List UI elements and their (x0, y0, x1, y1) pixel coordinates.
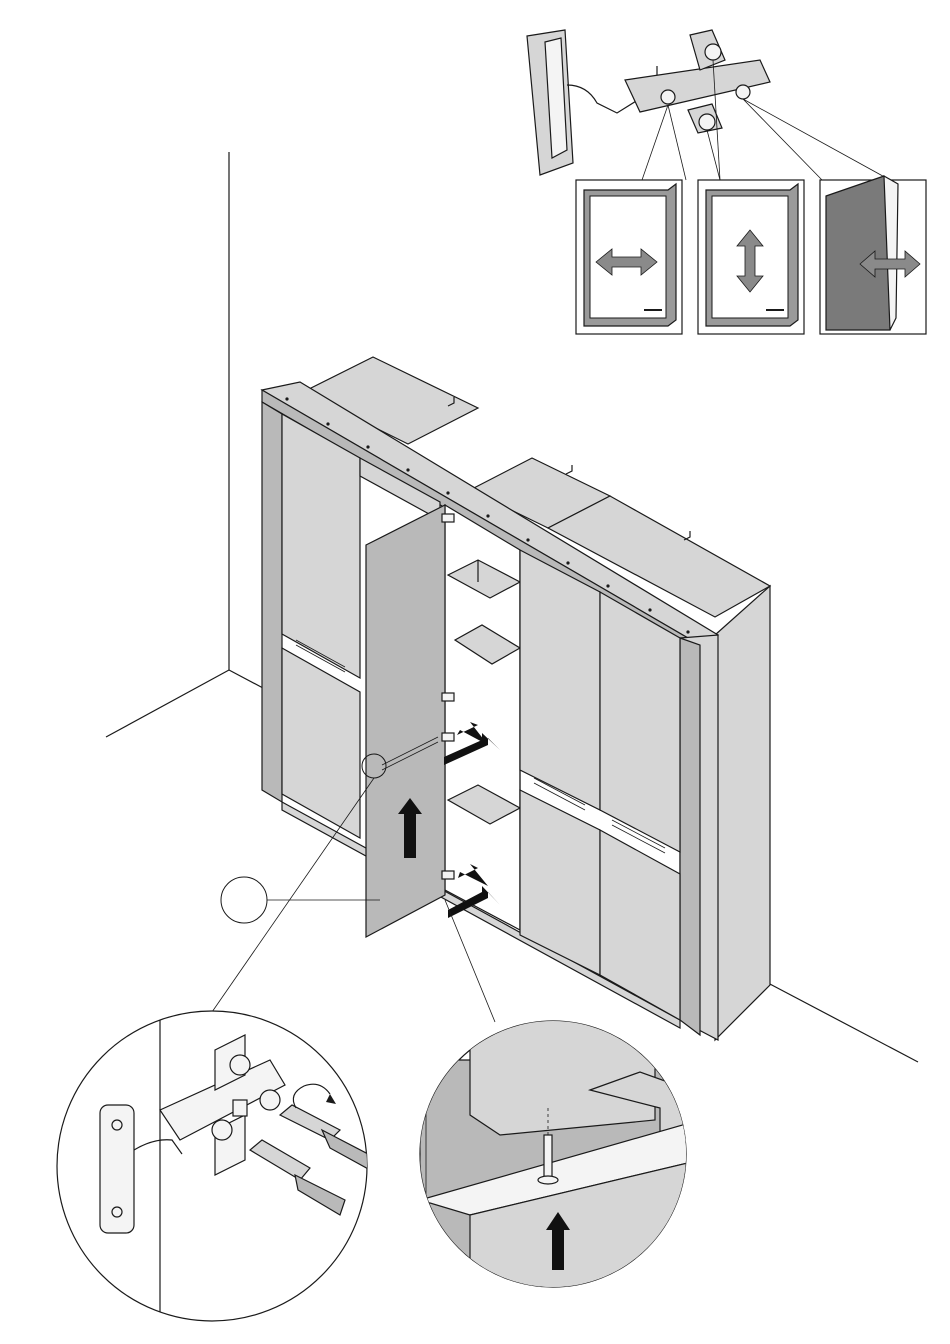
adjust-box-depth (820, 176, 926, 334)
open-door (366, 505, 445, 937)
hinge-adjustment-detail (527, 30, 890, 180)
hinge-screw-detail (57, 1005, 370, 1330)
dowel-detail (420, 1010, 700, 1300)
adjust-box-vertical (698, 180, 804, 334)
adjust-box-horizontal (576, 180, 682, 334)
wardrobe-cabinet (262, 357, 770, 1040)
